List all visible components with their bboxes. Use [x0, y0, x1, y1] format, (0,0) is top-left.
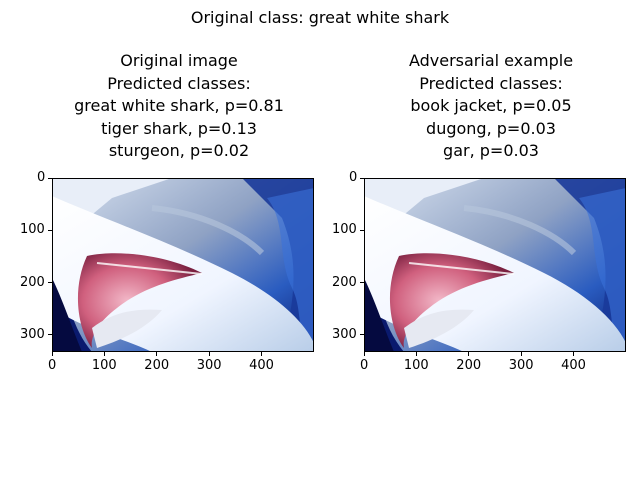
y-tick-label: 0	[37, 170, 46, 185]
x-tick	[363, 352, 365, 356]
prediction-line: gar, p=0.03	[443, 141, 539, 161]
prediction-line: dugong, p=0.03	[426, 118, 556, 138]
panel-heading: Original image	[120, 51, 238, 70]
panel-subheading: Predicted classes:	[419, 73, 563, 93]
original-image	[52, 178, 314, 352]
x-tick-label: 300	[196, 358, 222, 373]
panel-subheading: Predicted classes:	[107, 73, 251, 93]
x-tick	[208, 352, 210, 356]
y-tick	[48, 229, 52, 231]
y-tick-label: 100	[332, 222, 357, 238]
x-tick-label: 200	[144, 358, 170, 373]
x-tick-label: 0	[360, 358, 369, 373]
y-tick-label: 200	[332, 274, 357, 290]
x-tick-label: 300	[508, 358, 534, 373]
y-tick-label: 300	[20, 326, 45, 342]
panel-title-original: Original image Predicted classes: great …	[39, 50, 319, 163]
x-tick	[520, 352, 522, 356]
panel-heading: Adversarial example	[408, 51, 574, 70]
x-tick	[468, 352, 470, 356]
x-tick	[51, 352, 53, 356]
prediction-line: sturgeon, p=0.02	[108, 141, 250, 161]
x-tick-label: 400	[561, 358, 586, 373]
prediction-line: great white shark, p=0.81	[74, 96, 284, 116]
y-tick-label: 200	[20, 274, 45, 290]
x-tick	[573, 352, 575, 356]
y-tick	[360, 334, 364, 336]
y-tick-label: 300	[332, 326, 357, 342]
x-tick-label: 400	[249, 358, 274, 373]
y-tick	[360, 282, 364, 283]
y-tick-label: 0	[349, 170, 358, 185]
x-tick-label: 200	[456, 358, 482, 373]
y-tick	[48, 334, 52, 336]
x-tick	[103, 352, 105, 356]
x-tick	[415, 352, 417, 356]
prediction-line: book jacket, p=0.05	[410, 96, 572, 116]
prediction-line: tiger shark, p=0.13	[101, 118, 257, 138]
x-tick-label: 100	[403, 358, 429, 373]
adversarial-image	[364, 178, 626, 352]
y-tick	[360, 229, 364, 231]
y-tick-label: 100	[20, 222, 45, 238]
y-tick	[48, 282, 52, 283]
x-tick	[156, 352, 158, 356]
panel-title-adversarial: Adversarial example Predicted classes: b…	[351, 50, 631, 163]
y-tick	[48, 177, 52, 179]
y-tick	[360, 177, 364, 179]
x-tick-label: 0	[48, 358, 57, 373]
x-tick-label: 100	[91, 358, 117, 373]
figure-suptitle: Original class: great white shark	[190, 8, 450, 27]
x-tick	[261, 352, 263, 356]
